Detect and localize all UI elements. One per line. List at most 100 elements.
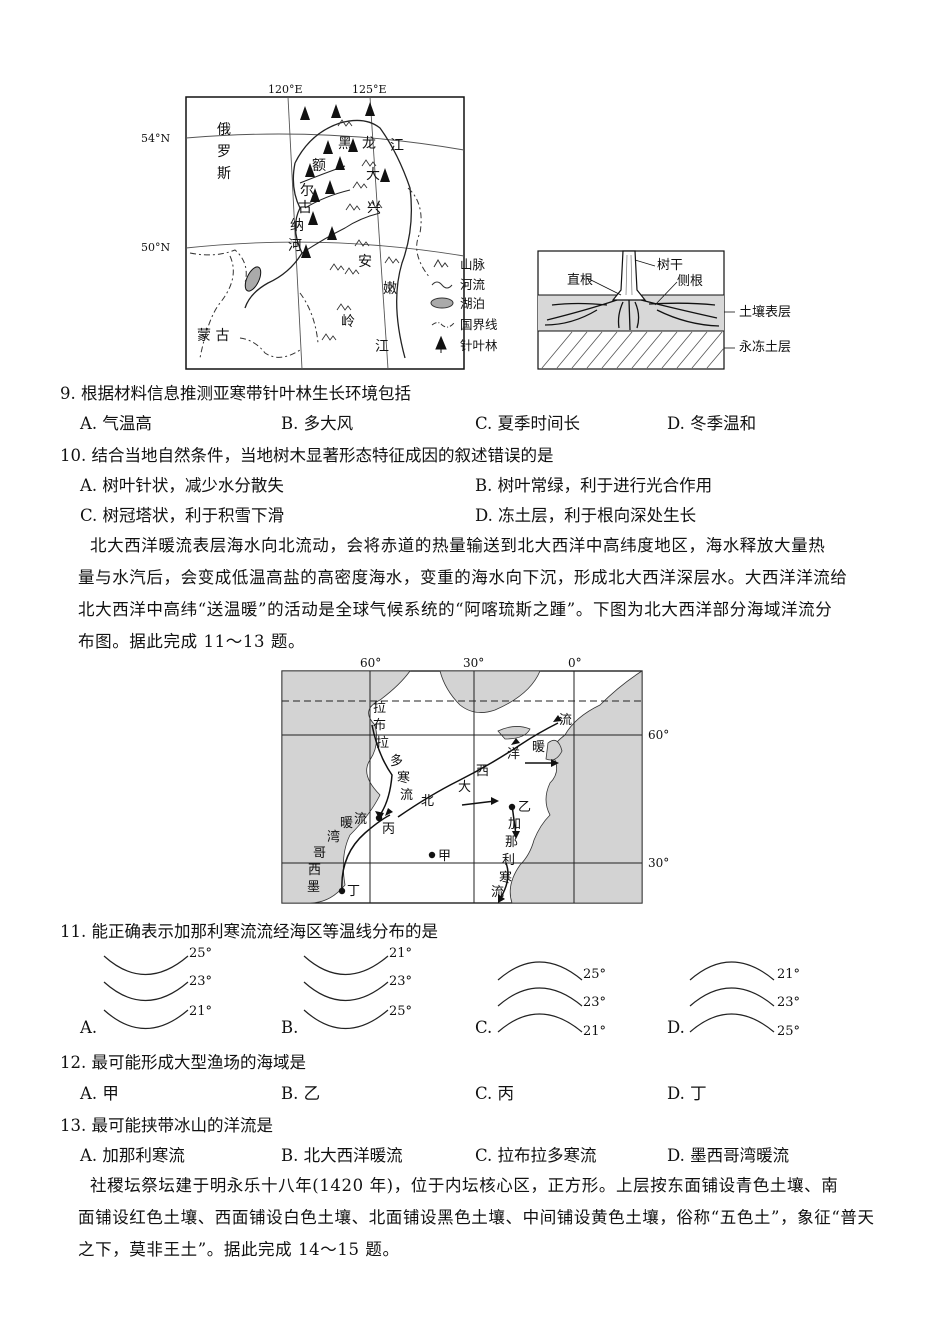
lat-label-60: 60° xyxy=(648,728,669,742)
river-legend-icon xyxy=(431,281,453,289)
svg-text:加: 加 xyxy=(508,817,521,832)
point-jia: 甲 xyxy=(438,849,451,864)
lake-legend-icon xyxy=(430,297,454,309)
lat-label-50: 50°N xyxy=(141,241,170,254)
topsoil-label: 土壤表层 xyxy=(739,304,791,320)
label-ergun-4: 纳 xyxy=(290,218,304,234)
q13-option-d[interactable]: D. 墨西哥湾暖流 xyxy=(667,1146,790,1165)
q10-option-c[interactable]: C. 树冠塔状，利于积雪下滑 xyxy=(80,506,285,525)
svg-text:山脉: 山脉 xyxy=(460,257,486,272)
label-ergun-2: 尔 xyxy=(300,183,314,199)
label-nenjiang-2: 江 xyxy=(375,339,389,355)
q11-option-d[interactable]: D. xyxy=(667,1018,685,1037)
point-yi-marker xyxy=(508,803,516,811)
passage-sheji-altar: 社稷坛祭坛建于明永乐十八年(1420 年)，位于内坛核心区，正方形。上层按东面铺… xyxy=(78,1176,875,1259)
lat-label-30: 30° xyxy=(648,856,669,870)
label-ergun-5: 河 xyxy=(288,238,302,254)
svg-text:多: 多 xyxy=(390,753,403,769)
mountain-legend-icon xyxy=(433,258,449,268)
greater-khingan-map: 120°E 125°E 54°N 50°N 俄 罗 斯 黑 龙 xyxy=(141,83,465,370)
svg-text:寒: 寒 xyxy=(499,870,512,886)
svg-text:暖: 暖 xyxy=(340,816,353,831)
point-bing-marker xyxy=(375,814,383,822)
label-dxal-4: 岭 xyxy=(341,314,355,330)
lateral-root-label: 侧根 xyxy=(677,274,703,289)
question-13-stem: 13. 最可能挟带冰山的洋流是 xyxy=(60,1116,273,1135)
lon-label-60: 60° xyxy=(360,656,381,670)
label-hlj-3: 江 xyxy=(390,138,404,154)
q10-option-a[interactable]: A. 树叶针状，减少水分散失 xyxy=(80,476,284,495)
taproot-label: 直根 xyxy=(567,273,593,288)
mountain-icons xyxy=(321,119,400,341)
svg-text:利: 利 xyxy=(502,853,515,868)
label-hlj-1: 黑 xyxy=(338,136,352,152)
q11-option-b-isotherms xyxy=(303,955,389,1029)
q12-option-a[interactable]: A. 甲 xyxy=(80,1084,119,1103)
conifer-legend-icon xyxy=(435,335,447,353)
q11-option-a[interactable]: A. xyxy=(80,1018,98,1037)
q12-option-b[interactable]: B. 乙 xyxy=(281,1084,321,1103)
label-ergun-3: 古 xyxy=(298,200,312,216)
north-atlantic-current-map: 60° 30° 0° 60° 30° 甲 乙 xyxy=(281,656,669,904)
svg-text:国界线: 国界线 xyxy=(460,317,498,332)
q12-option-d[interactable]: D. 丁 xyxy=(667,1084,707,1103)
q9-option-d[interactable]: D. 冬季温和 xyxy=(667,414,757,433)
svg-text:西: 西 xyxy=(308,863,321,878)
q13-option-b[interactable]: B. 北大西洋暖流 xyxy=(281,1146,403,1165)
point-ding: 丁 xyxy=(347,884,360,899)
lon-label-120: 120°E xyxy=(268,83,303,96)
conifer-icons xyxy=(300,102,390,258)
svg-text:拉: 拉 xyxy=(373,701,386,716)
passage-north-atlantic: 北大西洋暖流表层海水向北流动，会将赤道的热量输送到北大西洋中高纬度地区，海水释放… xyxy=(78,536,848,651)
svg-text:大: 大 xyxy=(458,780,471,795)
border-legend-icon xyxy=(431,322,455,328)
lon-label-30: 30° xyxy=(463,656,484,670)
q11-option-b[interactable]: B. xyxy=(281,1018,299,1037)
svg-text:洋: 洋 xyxy=(507,747,520,762)
label-russia-3: 斯 xyxy=(217,166,231,182)
map1-legend: 山脉 河流 湖泊 国界线 针叶林 xyxy=(430,257,498,353)
svg-text:流: 流 xyxy=(354,812,367,827)
svg-text:那: 那 xyxy=(505,835,518,850)
svg-text:西: 西 xyxy=(476,764,489,779)
label-dxal-2: 兴 xyxy=(367,200,381,216)
point-ding-marker xyxy=(338,887,346,895)
trunk-label: 树干 xyxy=(657,258,683,273)
svg-text:拉: 拉 xyxy=(376,736,389,751)
question-12-stem: 12. 最可能形成大型渔场的海域是 xyxy=(60,1053,306,1072)
q11-option-c-isotherms xyxy=(497,961,583,1033)
svg-text:湖泊: 湖泊 xyxy=(460,296,485,311)
question-10-stem: 10. 结合当地自然条件，当地树木显著形态特征成因的叙述错误的是 xyxy=(60,446,554,465)
lon-label-125: 125°E xyxy=(352,83,387,96)
label-ergun-1: 额 xyxy=(312,158,326,174)
point-yi: 乙 xyxy=(518,800,531,815)
q9-option-c[interactable]: C. 夏季时间长 xyxy=(475,414,581,433)
q13-option-a[interactable]: A. 加那利寒流 xyxy=(80,1146,185,1165)
question-11-stem: 11. 能正确表示加那利寒流流经海区等温线分布的是 xyxy=(60,922,438,941)
svg-text:北: 北 xyxy=(421,794,434,809)
label-hlj-2: 龙 xyxy=(362,136,376,152)
permafrost-label: 永冻土层 xyxy=(739,339,791,355)
label-russia-1: 俄 xyxy=(217,122,231,138)
label-nenjiang-1: 嫩 xyxy=(383,281,397,297)
point-bing: 丙 xyxy=(382,822,395,837)
q10-option-d[interactable]: D. 冻土层，利于根向深处生长 xyxy=(475,506,697,525)
svg-text:墨: 墨 xyxy=(307,880,320,895)
svg-text:暖: 暖 xyxy=(532,740,545,755)
lon-label-0: 0° xyxy=(568,656,582,670)
q11-option-c[interactable]: C. xyxy=(475,1018,493,1037)
q10-option-b[interactable]: B. 树叶常绿，利于进行光合作用 xyxy=(475,476,713,495)
lat-label-54: 54°N xyxy=(141,132,170,145)
svg-text:针叶林: 针叶林 xyxy=(460,338,498,353)
label-mongolia: 蒙 古 xyxy=(197,328,229,344)
q9-option-a[interactable]: A. 气温高 xyxy=(80,414,152,433)
svg-text:寒: 寒 xyxy=(397,770,410,786)
q12-option-c[interactable]: C. 丙 xyxy=(475,1084,515,1103)
tree-root-diagram: 直根 树干 侧根 土壤表层 永冻土层 xyxy=(537,250,791,370)
svg-text:流: 流 xyxy=(491,885,504,900)
svg-text:流: 流 xyxy=(400,788,413,803)
q9-option-b[interactable]: B. 多大风 xyxy=(281,414,354,433)
q13-option-c[interactable]: C. 拉布拉多寒流 xyxy=(475,1146,597,1165)
q11-option-d-isotherms xyxy=(689,961,775,1033)
svg-text:哥: 哥 xyxy=(313,846,326,861)
